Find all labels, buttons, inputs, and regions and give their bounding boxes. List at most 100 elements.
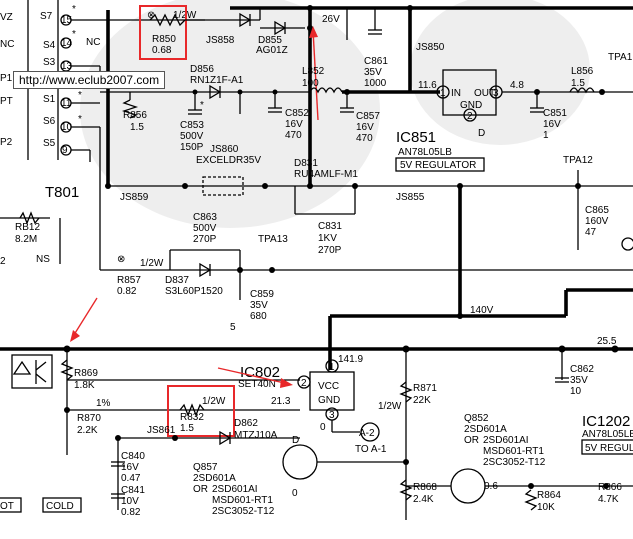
svg-text:680: 680 (250, 311, 267, 322)
svg-text:⊗: ⊗ (117, 254, 125, 265)
r871-r868: R871 22K 1/2W R868 2.4K (378, 349, 437, 520)
svg-text:MSD601-RT1: MSD601-RT1 (212, 495, 273, 506)
svg-text:C862: C862 (570, 364, 594, 375)
svg-text:C857: C857 (356, 111, 380, 122)
svg-text:R870: R870 (77, 413, 101, 424)
pin-s4: S4 (43, 40, 56, 51)
svg-text:D856: D856 (190, 64, 214, 75)
ic802-name: IC802 (240, 364, 280, 381)
label-p2: P2 (0, 137, 13, 148)
svg-text:500V: 500V (193, 223, 217, 234)
ic851-vout: 4.8 (510, 80, 524, 91)
label-26v: 26V (322, 14, 340, 25)
r832-value: 1.5 (180, 423, 194, 434)
svg-text:1.8K: 1.8K (74, 380, 95, 391)
ic851-vin: 11.6 (418, 80, 437, 91)
highlight-box-r850 (139, 5, 187, 60)
svg-text:*: * (72, 29, 76, 40)
svg-text:1000: 1000 (364, 78, 387, 89)
pin-s7: S7 (40, 11, 53, 22)
svg-text:C859: C859 (250, 289, 274, 300)
svg-text:0.82: 0.82 (121, 507, 141, 518)
svg-text:JS859: JS859 (120, 192, 149, 203)
svg-text:270P: 270P (193, 234, 217, 245)
svg-text:3: 3 (493, 88, 499, 99)
svg-text:TPA1: TPA1 (608, 52, 633, 63)
js858-d855: JS858 D855 AG01Z 26V (185, 8, 340, 56)
red-arrow-26v (309, 26, 319, 121)
regulator-ic1202: IC1202 AN78L05LB 5V REGUL (581, 413, 633, 455)
svg-text:D831: D831 (294, 158, 318, 169)
svg-text:JS858: JS858 (206, 35, 235, 46)
svg-text:RB12: RB12 (15, 222, 40, 233)
pin-14: 14 (61, 38, 73, 49)
r850-name: R850 (152, 34, 176, 45)
svg-text:2SC3052-T12: 2SC3052-T12 (212, 506, 275, 517)
svg-text:35V: 35V (250, 300, 268, 311)
c840-c841: C840 16V 0.47 C841 10V 0.82 (111, 438, 145, 518)
rail-top (106, 5, 633, 186)
pin-11: 11 (61, 98, 72, 109)
svg-text:0: 0 (320, 422, 326, 433)
svg-text:R871: R871 (413, 383, 437, 394)
resistor-r850: 1/2W ⊗ R850 0.68 (139, 5, 197, 60)
svg-text:35V: 35V (364, 67, 382, 78)
svg-text:0.47: 0.47 (121, 473, 141, 484)
svg-text:100: 100 (302, 78, 319, 89)
l856-c851: L856 1.5 C851 16V 1 TPA1 (530, 52, 633, 141)
capacitor-c852: C852 16V 470 (268, 92, 309, 141)
label-pt: PT (0, 96, 13, 107)
svg-text:8.2M: 8.2M (15, 234, 37, 245)
r864-r866: R864 10K R866 4.7K (524, 482, 622, 513)
url-overlay[interactable]: http://www.eclub2007.com (13, 71, 166, 89)
svg-text:C852: C852 (285, 108, 309, 119)
svg-text:16V: 16V (121, 462, 139, 473)
svg-text:470: 470 (285, 130, 302, 141)
svg-text:OR: OR (193, 484, 208, 495)
label-p1: P1 (0, 73, 13, 84)
svg-text:0.82: 0.82 (117, 286, 137, 297)
svg-text:2SD601A: 2SD601A (464, 424, 507, 435)
d862-js861: JS861 D862 MTZJ10A (115, 418, 300, 446)
svg-text:TPA13: TPA13 (258, 234, 288, 245)
label-cold: COLD (46, 501, 74, 512)
svg-text:IC1202: IC1202 (582, 413, 630, 430)
svg-text:4.7K: 4.7K (598, 494, 619, 505)
svg-text:22K: 22K (413, 395, 431, 406)
svg-text:JS860: JS860 (210, 144, 239, 155)
svg-text:2SD601A: 2SD601A (193, 473, 236, 484)
highlight-box-r832 (167, 385, 235, 437)
r832-name: R832 (180, 412, 204, 423)
svg-text:35V: 35V (570, 375, 588, 386)
svg-text:C831: C831 (318, 221, 342, 232)
transistor-q852: Q852 2SD601A OR 2SD601AI MSD601-RT1 2SC3… (406, 413, 633, 504)
svg-text:C841: C841 (121, 485, 145, 496)
transformer-t801: S7 S4 S3 S1 S6 S5 15 14 13 11 10 9 VZ NC… (0, 0, 140, 270)
svg-text:OUT: OUT (474, 88, 495, 99)
svg-text:EXCELDR35V: EXCELDR35V (196, 155, 261, 166)
svg-text:10V: 10V (121, 496, 139, 507)
svg-text:1: 1 (543, 130, 549, 141)
pin-s5: S5 (43, 138, 56, 149)
svg-text:3: 3 (329, 410, 335, 421)
svg-text:1/2W: 1/2W (378, 401, 402, 412)
pin-15: 15 (61, 15, 73, 26)
label-vz: VZ (0, 12, 13, 23)
ic802-v1419: 141.9 (338, 354, 363, 365)
svg-text:0.6: 0.6 (484, 481, 498, 492)
svg-text:R864: R864 (537, 490, 561, 501)
ic851-name: IC851 (396, 129, 436, 146)
svg-text:1.5: 1.5 (571, 78, 585, 89)
svg-text:270P: 270P (318, 245, 342, 256)
svg-text:VCC: VCC (318, 381, 339, 392)
svg-text:2: 2 (467, 111, 473, 122)
svg-text:1: 1 (329, 362, 335, 373)
svg-text:C853: C853 (180, 120, 204, 131)
svg-text:GND: GND (460, 100, 482, 111)
svg-text:R868: R868 (413, 482, 437, 493)
svg-text:150P: 150P (180, 142, 204, 153)
svg-text:2: 2 (301, 378, 307, 389)
svg-text:16V: 16V (356, 122, 374, 133)
label-nc-left: NC (0, 39, 14, 50)
